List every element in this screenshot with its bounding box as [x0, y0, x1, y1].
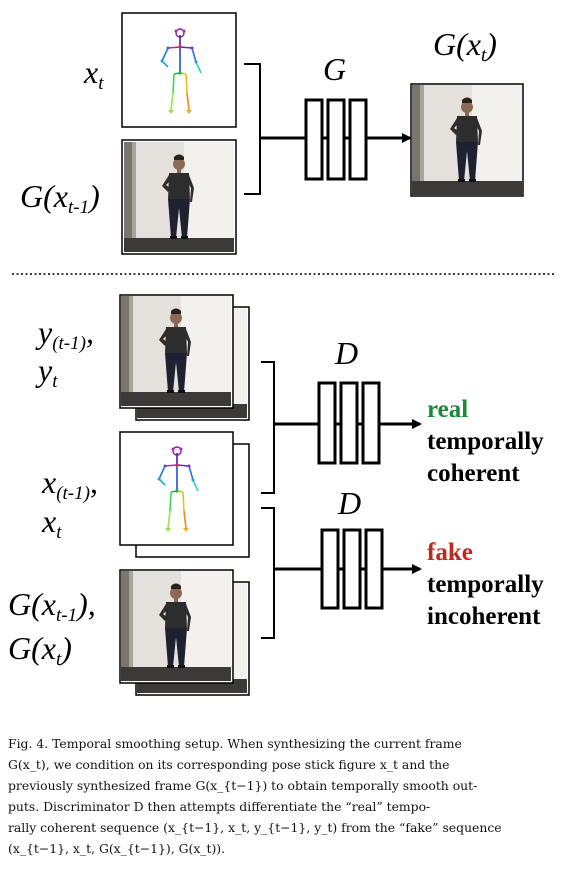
- photo-frame-gout: [410, 83, 524, 197]
- label-gt-2: G(xt): [8, 630, 72, 670]
- label-g-out: G(xt): [433, 26, 497, 66]
- caption-line-3: previously synthesized frame G(x_{t−1}) …: [8, 778, 478, 793]
- label-g-prev-2: G(xt-1),: [8, 586, 96, 626]
- discriminator-icon-fake: [320, 528, 384, 610]
- photo-frame-gprev: [121, 139, 237, 255]
- label-yt: yt: [38, 352, 58, 392]
- output-fake-line3: incoherent: [427, 603, 541, 630]
- pose-frame-xt: [121, 12, 237, 128]
- label-generator: G: [323, 51, 347, 87]
- label-g-prev: G(xt-1): [20, 178, 100, 218]
- output-real: real temporally coherent: [427, 394, 544, 490]
- caption-line-1: Fig. 4. Temporal smoothing setup. When s…: [8, 736, 462, 751]
- bracket-fake: [261, 507, 275, 639]
- photo-stack-real: [119, 294, 250, 421]
- label-xt: xt: [84, 54, 104, 94]
- label-x-prev: x(t-1),: [42, 464, 98, 504]
- caption-line-6: (x_{t−1}, x_t, G(x_{t−1}), G(x_t)).: [8, 841, 226, 856]
- label-xt-2: xt: [42, 503, 62, 543]
- caption-line-5: rally coherent sequence (x_{t−1}, x_t, y…: [8, 820, 502, 835]
- label-discriminator-2: D: [338, 485, 362, 521]
- pose-stack: [119, 431, 250, 558]
- diagram-canvas: [12, 12, 555, 696]
- label-discriminator-1: D: [335, 335, 359, 371]
- output-real-line2: temporally: [427, 428, 544, 455]
- figure-caption: Fig. 4. Temporal smoothing setup. When s…: [8, 733, 565, 859]
- caption-line-2: G(x_t), we condition on its correspondin…: [8, 757, 450, 772]
- output-real-line3: coherent: [427, 460, 520, 487]
- input-bracket-top: [244, 63, 261, 195]
- caption-line-4: puts. Discriminator D then attempts diff…: [8, 799, 431, 814]
- output-fake-line2: temporally: [427, 571, 544, 598]
- label-y-prev: y(t-1),: [38, 314, 94, 354]
- output-fake: fake temporally incoherent: [427, 537, 544, 633]
- bracket-real: [261, 361, 275, 494]
- generator-network-icon: [304, 98, 368, 181]
- output-real-word: real: [427, 396, 469, 423]
- photo-stack-fake: [119, 569, 250, 696]
- output-fake-word: fake: [427, 539, 473, 566]
- discriminator-icon-real: [317, 381, 381, 465]
